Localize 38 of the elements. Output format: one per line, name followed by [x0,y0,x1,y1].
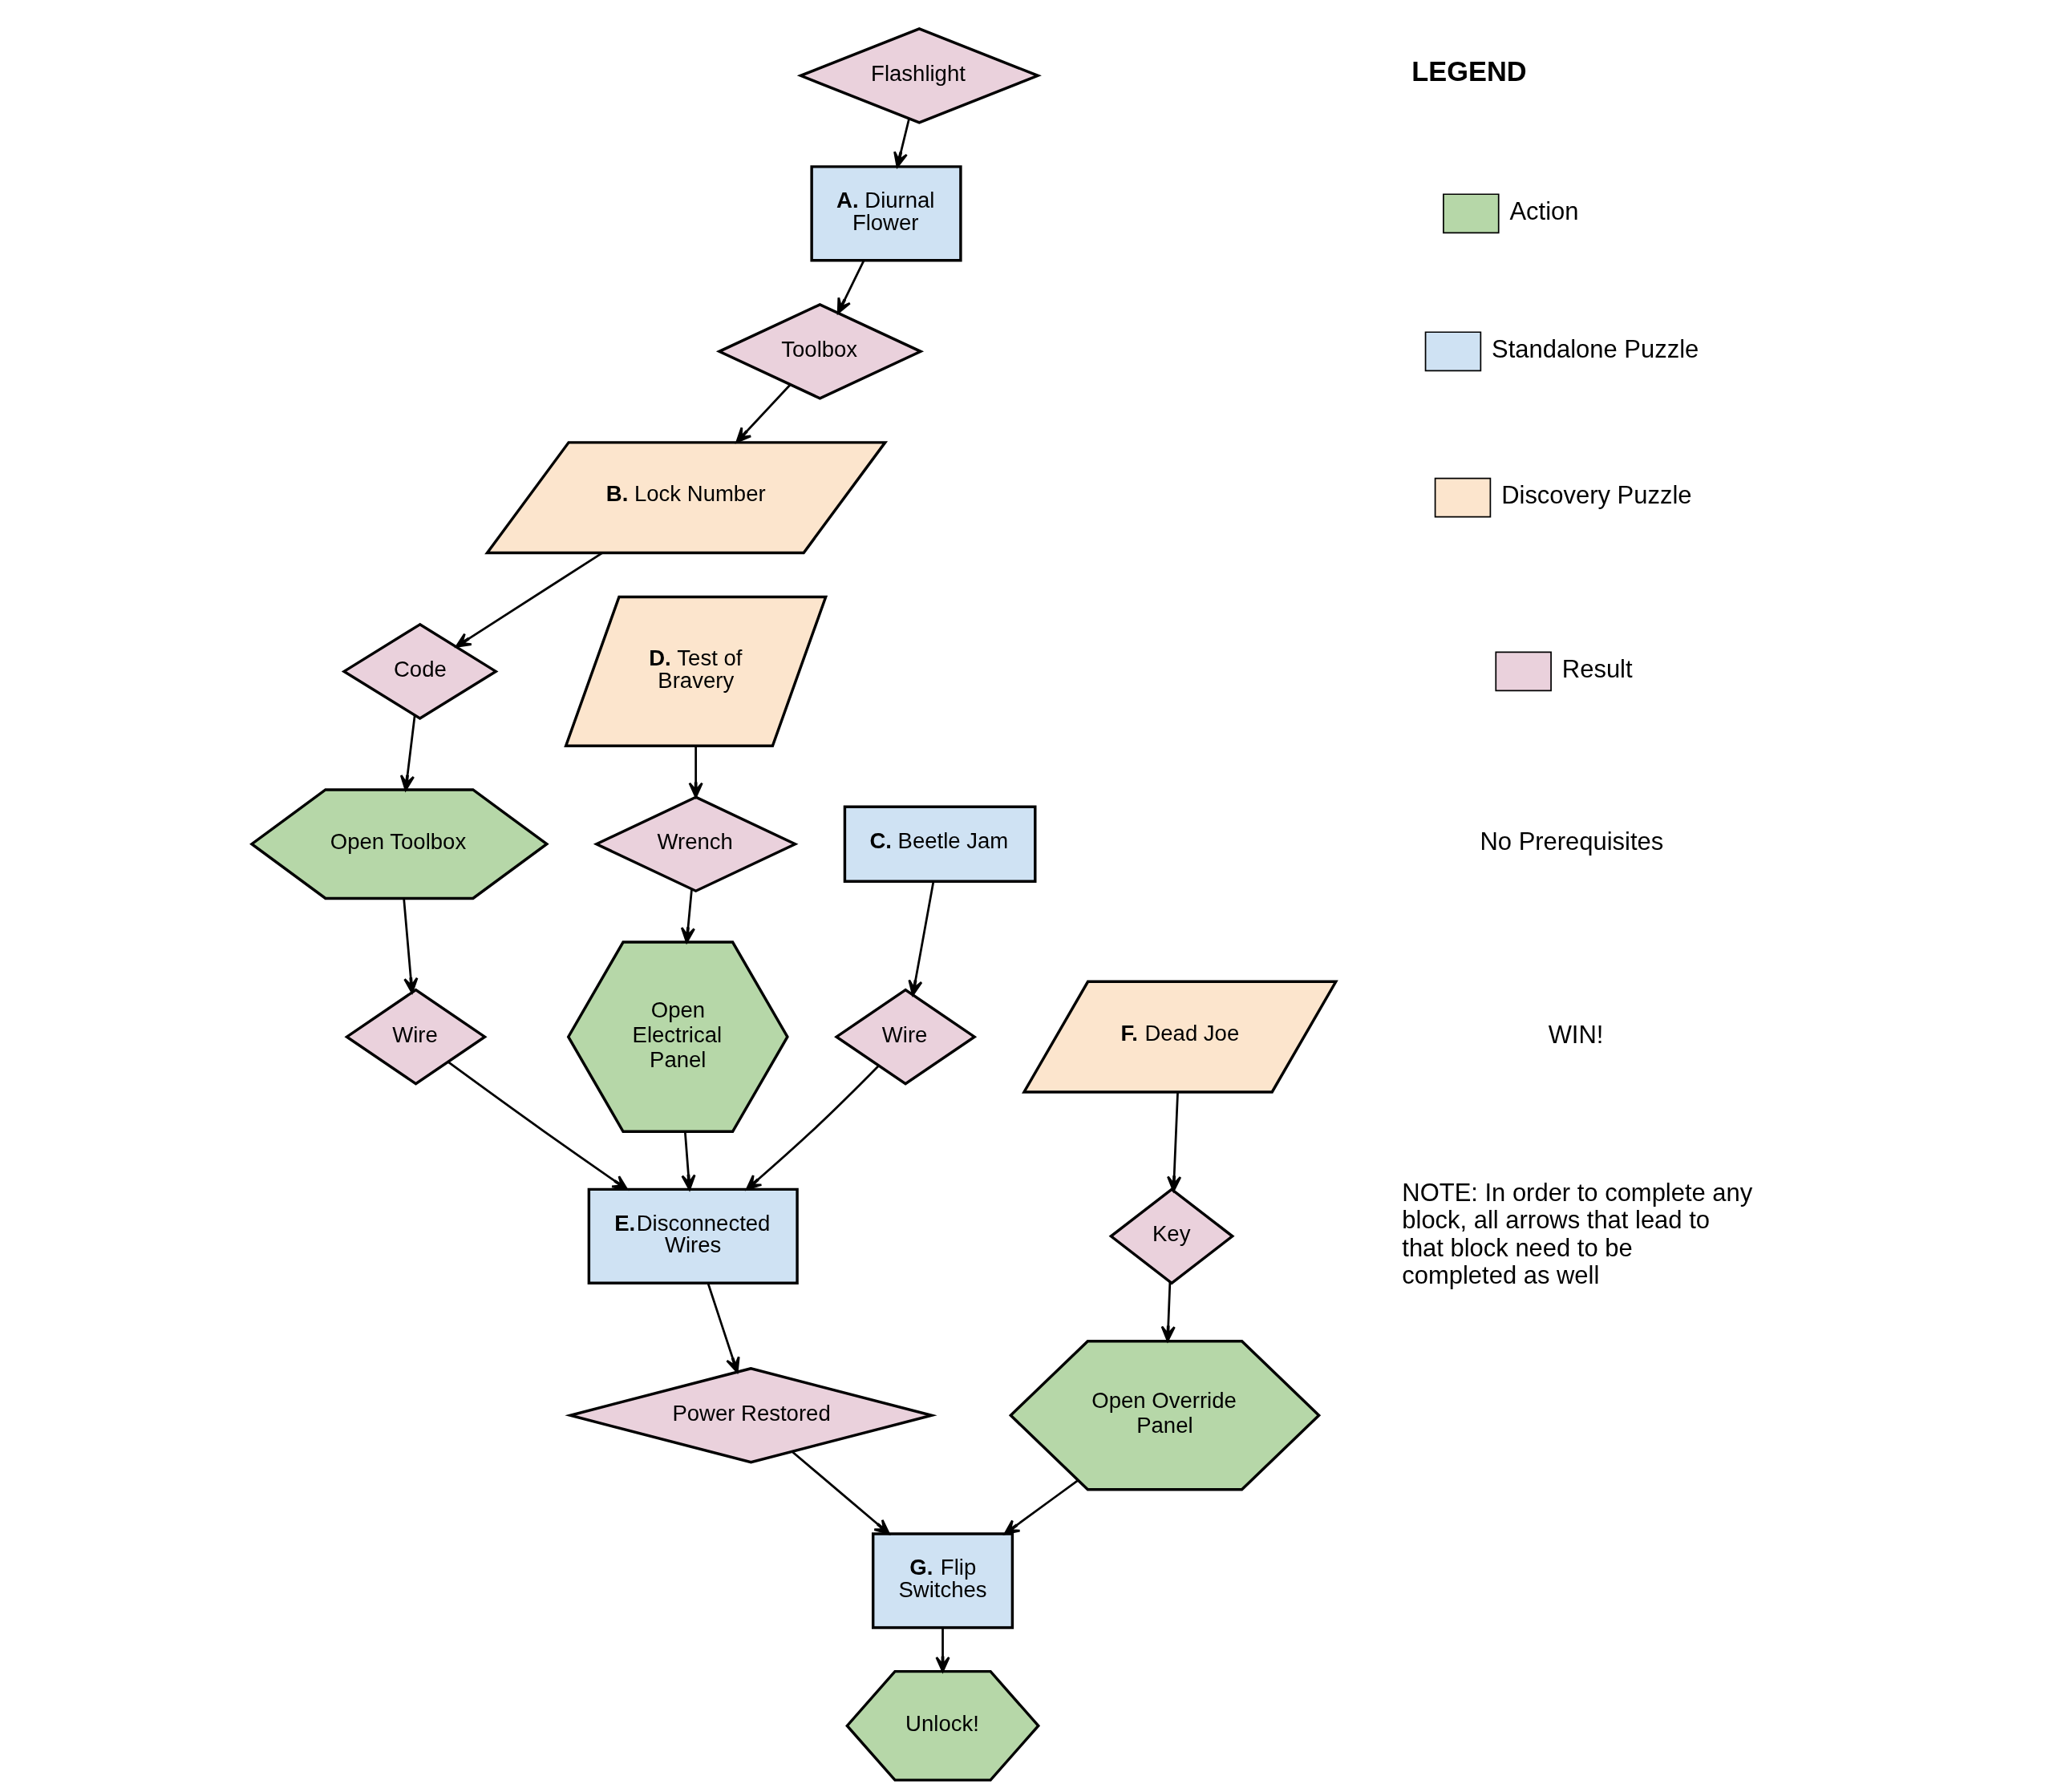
label: LEGEND [1411,56,1527,87]
arrow [893,118,910,168]
node-diamond: Toolbox [715,302,924,400]
arrow [447,1061,628,1191]
arrow [735,383,791,443]
arrow [1003,1479,1079,1535]
arrow [836,260,865,314]
legend-label: Standalone Puzzle [1491,334,1699,363]
arrow [1166,1092,1181,1192]
legend-label: Action [1508,196,1579,225]
arrow [455,552,603,648]
node-box: C. Beetle Jam [843,805,1036,883]
legend-label: No Prerequisites [1479,827,1663,856]
node-diamond: Wire [833,988,977,1086]
node-box: E.Disconnected Wires [587,1187,799,1285]
legend-label: Result [1561,654,1633,683]
arrow [688,746,703,799]
arrow [680,888,695,944]
arrow [934,1628,950,1673]
node-diamond: Wire [343,988,488,1086]
node-diamond: Code [341,622,499,720]
arrow [791,1450,890,1535]
node-diamond: Flashlight [796,27,1042,124]
arrow [680,1131,696,1191]
arrow [707,1283,740,1373]
arrow [907,881,934,997]
node-box: G. Flip Switches [871,1532,1014,1629]
arrow [402,898,418,994]
label: NOTE: In order to complete any block, all arrows that lead to that block need to be completed as well [1401,1178,1752,1289]
arrow [745,1065,879,1191]
node-diamond: Wrench [593,795,799,893]
node-box: A. Diurnal Flower [809,165,962,262]
legend-label: Discovery Puzzle [1500,481,1692,510]
arrow [399,714,416,791]
node-diamond: Key [1108,1187,1235,1285]
legend-label: WIN! [1548,1020,1603,1049]
node-diamond: Power Restored [564,1367,937,1464]
arrow [1160,1282,1176,1342]
